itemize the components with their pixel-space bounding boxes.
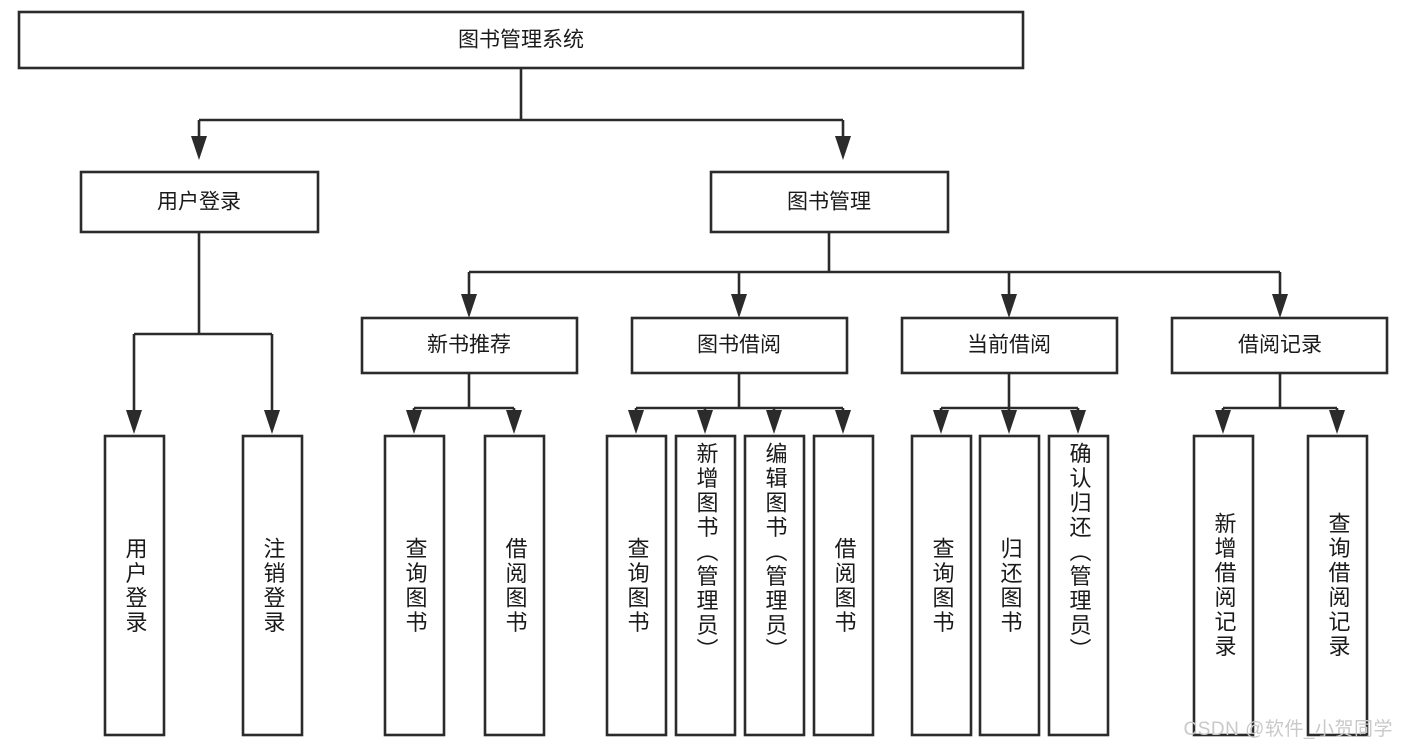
connector-currentborrow-to-leaves — [933, 373, 1086, 434]
arrow-head-icon — [835, 410, 851, 434]
connector-bookmgmt-to-level3 — [461, 232, 1288, 318]
node-current-borrow-box[interactable] — [900, 316, 1119, 375]
leaf-box-logout[interactable] — [241, 434, 304, 737]
leaf-box-return-book[interactable] — [978, 434, 1041, 737]
leaf-box-query-book-1[interactable] — [383, 434, 446, 737]
node-user-login-label: 用户登录 — [157, 191, 241, 214]
node-book-management[interactable]: 图书管理 — [709, 170, 950, 234]
node-root[interactable]: 图书管理系统 — [17, 10, 1025, 70]
arrow-head-icon — [835, 136, 851, 160]
arrow-head-icon — [406, 410, 422, 434]
leaf-box-query-book-2[interactable] — [605, 434, 668, 737]
arrow-head-icon — [1215, 410, 1231, 434]
leaf-box-add-record[interactable] — [1192, 434, 1255, 737]
arrow-head-icon — [1001, 410, 1017, 434]
connector-root-to-level2 — [191, 68, 851, 160]
arrow-head-icon — [126, 410, 142, 434]
csdn-watermark: CSDN @软件_小贺同学 — [1183, 719, 1393, 740]
node-root-box[interactable] — [17, 10, 1025, 70]
node-book-management-label: 图书管理 — [787, 191, 871, 214]
arrow-head-icon — [1272, 294, 1288, 318]
leaf-box-borrow-book-2[interactable] — [812, 434, 875, 737]
node-borrow-records[interactable]: 借阅记录 — [1170, 316, 1389, 375]
arrow-head-icon — [1329, 410, 1345, 434]
leaf-box-confirm-return[interactable] — [1047, 434, 1110, 737]
arrow-head-icon — [1001, 294, 1017, 318]
arrow-head-icon — [697, 410, 713, 434]
node-book-borrow-label: 图书借阅 — [697, 334, 781, 357]
connector-records-to-leaves — [1215, 373, 1345, 434]
leaf-box-add-book[interactable] — [674, 434, 737, 737]
leaf-box-borrow-book-1[interactable] — [483, 434, 546, 737]
node-borrow-records-label: 借阅记录 — [1238, 334, 1322, 357]
node-current-borrow-label: 当前借阅 — [967, 334, 1051, 357]
arrow-head-icon — [731, 294, 747, 318]
leaf-box-edit-book[interactable] — [743, 434, 806, 737]
connector-userlogin-to-leaves — [126, 232, 280, 434]
arrow-head-icon — [1070, 410, 1086, 434]
node-new-book-recommend-box[interactable] — [360, 316, 579, 375]
arrow-head-icon — [766, 410, 782, 434]
node-user-login[interactable]: 用户登录 — [79, 170, 320, 234]
node-new-book-recommend-label: 新书推荐 — [427, 334, 511, 357]
connector-newbook-to-leaves — [406, 373, 522, 434]
node-user-login-box[interactable] — [79, 170, 320, 234]
leaf-box-query-book-3[interactable] — [910, 434, 973, 737]
leaf-box-user-login[interactable] — [103, 434, 166, 737]
arrow-head-icon — [628, 410, 644, 434]
arrow-head-icon — [461, 294, 477, 318]
arrow-head-icon — [506, 410, 522, 434]
node-book-borrow[interactable]: 图书借阅 — [630, 316, 849, 375]
arrow-head-icon — [264, 410, 280, 434]
arrow-head-icon — [933, 410, 949, 434]
arrow-head-icon — [191, 136, 207, 160]
node-current-borrow[interactable]: 当前借阅 — [900, 316, 1119, 375]
node-root-label: 图书管理系统 — [458, 29, 584, 52]
connector-bookborrow-to-leaves — [628, 373, 851, 434]
leaf-box-query-record[interactable] — [1306, 434, 1369, 737]
node-new-book-recommend[interactable]: 新书推荐 — [360, 316, 579, 375]
